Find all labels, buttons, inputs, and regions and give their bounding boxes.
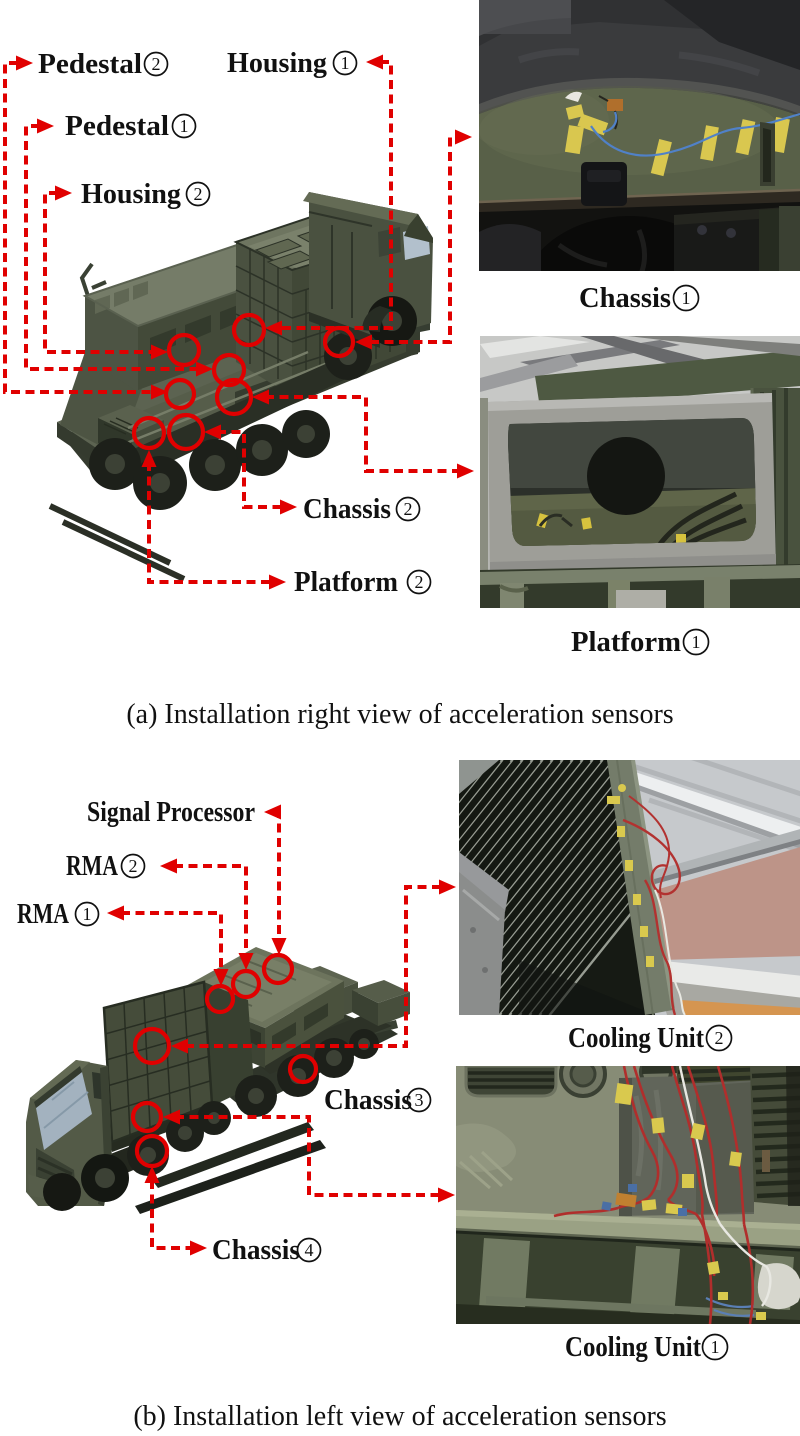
svg-text:Pedestal: Pedestal	[38, 49, 142, 80]
svg-text:Platform: Platform	[294, 567, 398, 598]
svg-text:Chassis: Chassis	[324, 1085, 412, 1116]
svg-text:2: 2	[715, 1028, 724, 1048]
svg-text:2: 2	[152, 54, 161, 74]
svg-text:2: 2	[415, 572, 424, 592]
svg-text:1: 1	[341, 53, 350, 73]
svg-text:Chassis: Chassis	[212, 1235, 300, 1266]
svg-text:2: 2	[194, 184, 203, 204]
svg-text:1: 1	[180, 116, 189, 136]
svg-text:Platform: Platform	[571, 626, 681, 658]
svg-text:Housing: Housing	[227, 48, 327, 79]
svg-text:Pedestal: Pedestal	[65, 111, 169, 142]
svg-text:RMA: RMA	[66, 851, 119, 882]
svg-text:2: 2	[404, 499, 413, 519]
svg-text:2: 2	[129, 856, 138, 876]
svg-text:Housing: Housing	[81, 179, 181, 210]
svg-text:(b) Installation left view of: (b) Installation left view of accelerati…	[133, 1401, 666, 1432]
svg-text:RMA: RMA	[17, 899, 70, 930]
svg-text:1: 1	[692, 632, 701, 652]
svg-text:Chassis: Chassis	[579, 282, 671, 314]
svg-text:Cooling Unit: Cooling Unit	[565, 1331, 701, 1363]
svg-text:1: 1	[83, 904, 92, 924]
svg-text:Cooling Unit: Cooling Unit	[568, 1022, 704, 1054]
svg-text:Signal Processor: Signal Processor	[87, 797, 255, 828]
svg-text:1: 1	[682, 288, 691, 308]
svg-text:1: 1	[711, 1337, 720, 1357]
svg-text:3: 3	[415, 1090, 424, 1110]
svg-text:(a) Installation right view of: (a) Installation right view of accelerat…	[126, 699, 673, 730]
svg-text:Chassis: Chassis	[303, 494, 391, 525]
svg-text:4: 4	[305, 1240, 314, 1260]
